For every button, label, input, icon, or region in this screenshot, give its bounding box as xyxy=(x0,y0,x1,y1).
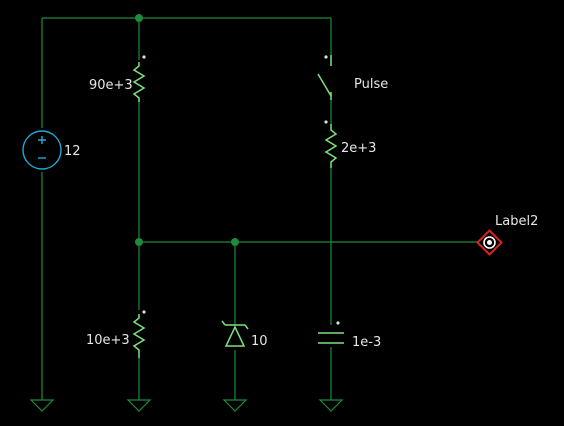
pin-marker xyxy=(324,55,328,59)
switch-label: Pulse xyxy=(354,77,388,92)
source-label: 12 xyxy=(64,144,81,159)
ground-symbol-1 xyxy=(29,399,55,412)
pin-marker xyxy=(142,55,146,59)
junctions xyxy=(135,14,239,246)
net-label[interactable]: Label2 xyxy=(476,214,538,256)
resistor-r3[interactable]: 10e+3 xyxy=(86,310,146,358)
net-label-center xyxy=(487,240,492,245)
net-label-text: Label2 xyxy=(495,214,538,229)
zener-diode[interactable]: 10 xyxy=(221,320,268,349)
junction-top xyxy=(135,14,143,22)
resistor-r2-label: 2e+3 xyxy=(341,141,376,156)
resistor-zigzag xyxy=(324,124,338,168)
zener-cathode-bar xyxy=(221,320,249,330)
grounds xyxy=(29,399,344,412)
pin-marker xyxy=(142,310,146,314)
zener-triangle xyxy=(224,325,246,347)
resistor-zigzag xyxy=(132,62,146,102)
ground-symbol-3 xyxy=(222,399,248,412)
ground-symbol-2 xyxy=(126,399,152,412)
source-circle xyxy=(22,130,62,170)
switch-pulse[interactable]: Pulse xyxy=(317,55,388,100)
net-label-marker xyxy=(476,229,503,256)
junction-mid-left xyxy=(135,238,143,246)
voltage-source[interactable]: 12 xyxy=(22,130,81,170)
junction-mid-zener xyxy=(231,238,239,246)
resistor-r1-label: 90e+3 xyxy=(89,78,133,93)
capacitor-label: 1e-3 xyxy=(352,335,381,350)
resistor-r2[interactable]: 2e+3 xyxy=(324,120,376,168)
zener-label: 10 xyxy=(251,334,268,349)
switch-blade xyxy=(317,73,332,97)
pin-marker xyxy=(336,321,340,325)
wires xyxy=(41,17,478,400)
resistor-r1[interactable]: 90e+3 xyxy=(89,55,146,102)
net-label-ring xyxy=(483,236,496,249)
capacitor[interactable]: 1e-3 xyxy=(318,321,381,350)
pin-marker xyxy=(324,120,328,124)
resistor-r3-label: 10e+3 xyxy=(86,333,130,348)
ground-symbol-4 xyxy=(318,399,344,412)
resistor-zigzag xyxy=(132,314,146,358)
source-plus-sign xyxy=(38,136,46,144)
